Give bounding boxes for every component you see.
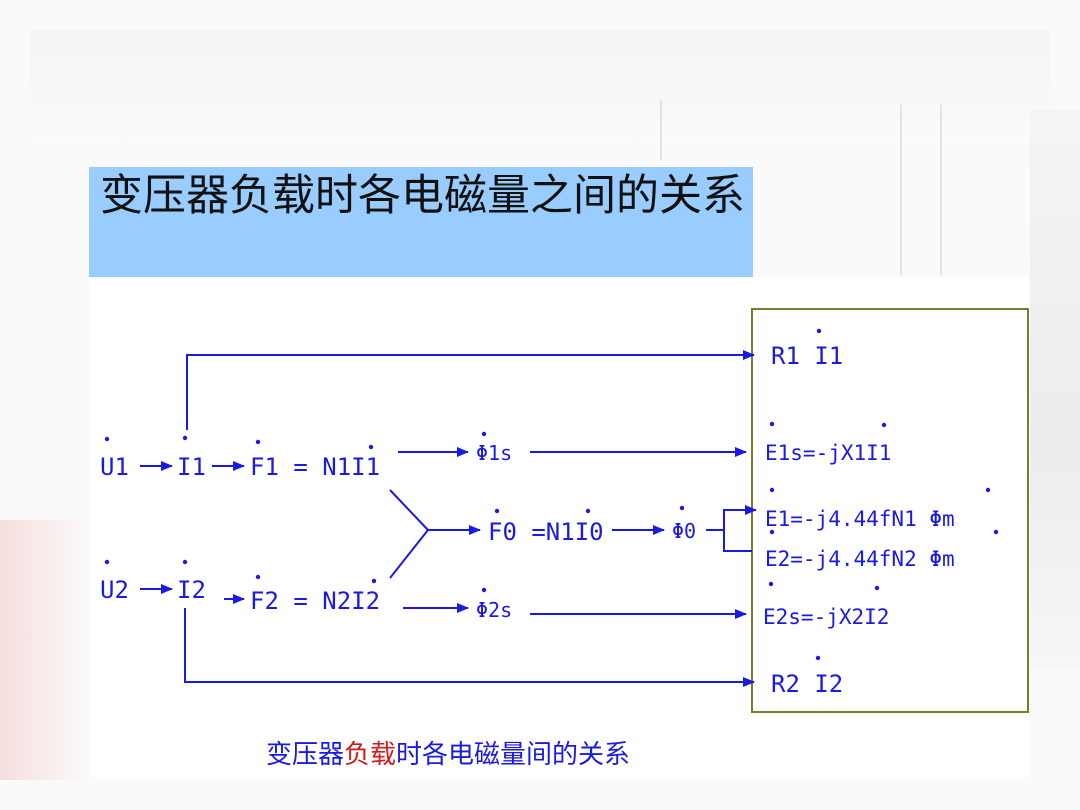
result-r1i1: R1 I1	[771, 342, 843, 370]
result-e2: E2=-j4.44fN2 Φm	[765, 547, 955, 571]
background-wash-top	[30, 30, 1050, 140]
label-phi2s: Φ2s	[476, 598, 512, 622]
title-bar	[89, 167, 753, 277]
phasor-dots	[104, 328, 999, 661]
label-phi0: Φ0	[672, 519, 696, 543]
figure-caption: 变压器负载时各电磁量间的关系	[266, 738, 630, 772]
bracket-phi0-to-e1	[723, 505, 757, 530]
arrow-i2-to-r2i2	[184, 608, 755, 687]
label-f1: F1 = N1I1	[250, 453, 380, 481]
label-phi1s: Φ1s	[476, 441, 512, 465]
label-i2: I2	[177, 576, 206, 604]
caption-text-start: 变压器	[266, 740, 345, 770]
background-power-tower-line	[900, 105, 902, 275]
label-f0: F0 =N1I0	[488, 518, 604, 546]
result-r2i2: R2 I2	[771, 670, 843, 698]
caption-text-end: 时各电磁量间的关系	[396, 740, 631, 770]
label-f2: F2 = N2I2	[250, 587, 380, 615]
result-e1s: E1s=-jX1I1	[765, 441, 891, 465]
caption-highlight: 负载	[344, 740, 397, 770]
bracket-phi0-to-e2	[723, 530, 752, 552]
background-power-tower-line	[940, 105, 942, 275]
background-power-tower-line	[660, 100, 662, 160]
label-i1: I1	[177, 453, 206, 481]
background-wash-right	[1030, 110, 1080, 670]
background-wash-left	[0, 520, 90, 780]
label-u2: U2	[100, 576, 129, 604]
result-e1: E1=-j4.44fN1 Φm	[765, 507, 955, 531]
arrow-i1-to-r1i1	[186, 350, 755, 430]
merge-line-f2	[389, 529, 429, 579]
result-e2s: E2s=-jX2I2	[763, 605, 889, 629]
merge-line-f1	[389, 489, 429, 531]
label-u1: U1	[100, 453, 129, 481]
result-box	[751, 308, 1029, 713]
slide-title: 变压器负载时各电磁量之间的关系	[100, 171, 745, 221]
